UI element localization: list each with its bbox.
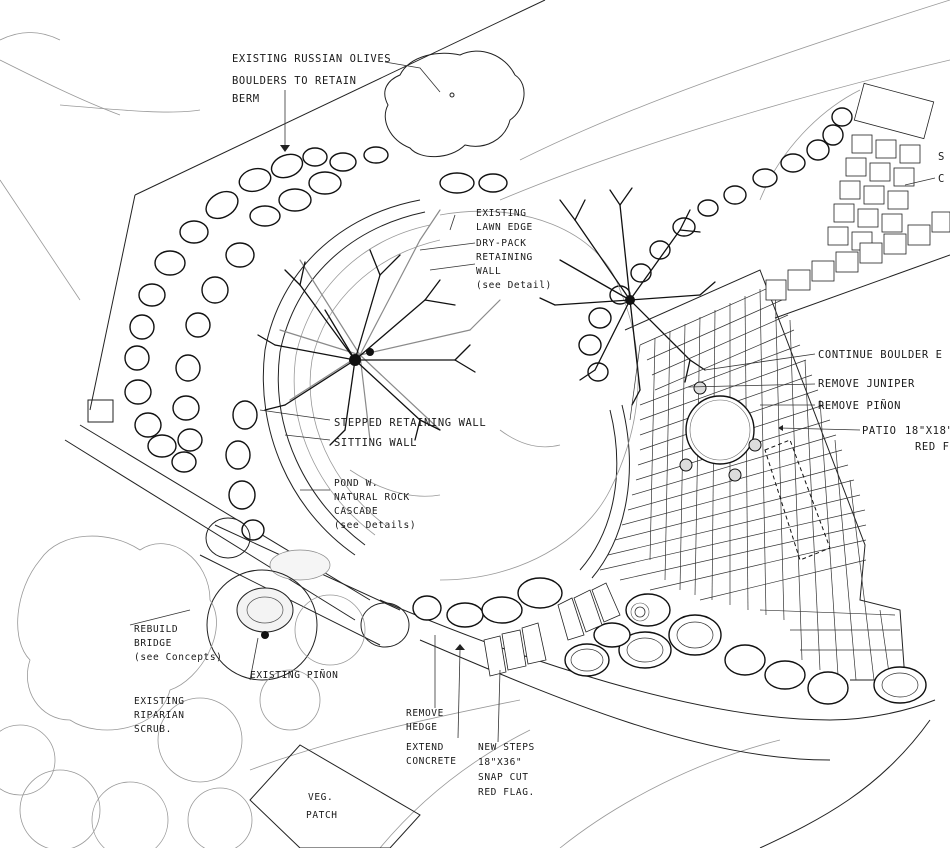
label-riparian-2: RIPARIAN [134, 710, 185, 721]
label-steps-1: NEW STEPS [478, 742, 535, 753]
label-lawn-edge-1: EXISTING [476, 208, 527, 219]
patio-grid [599, 269, 906, 681]
label-pond-2: NATURAL ROCK [334, 492, 410, 503]
label-steps-4: RED FLAG. [478, 787, 535, 798]
label-rebuild-2: BRIDGE [134, 638, 172, 649]
label-patio-1: PATIO [862, 425, 897, 437]
label-sitting-wall: SITTING WALL [334, 437, 417, 449]
label-continue-boulder: CONTINUE BOULDER E [818, 349, 943, 361]
label-remove-hedge-2: HEDGE [406, 722, 438, 733]
label-drypack-3: WALL [476, 266, 501, 277]
upper-right-paving [765, 82, 950, 319]
boulder-berm-west [124, 146, 389, 541]
label-drypack-4: (see Detail) [476, 280, 552, 291]
russian-olive-canopy [384, 50, 525, 158]
lawn-area [349, 210, 639, 581]
label-remove-juniper: REMOVE JUNIPER [818, 378, 915, 390]
property-lines [64, 0, 936, 848]
label-riparian-1: EXISTING [134, 696, 185, 707]
new-steps [483, 582, 621, 677]
label-extend-1: EXTEND [406, 742, 444, 753]
label-russian-olives: EXISTING RUSSIAN OLIVES [232, 53, 391, 65]
label-extend-2: CONCRETE [406, 756, 457, 767]
label-pond-3: CASCADE [334, 506, 378, 517]
label-steps-2: 18"x36" [478, 757, 522, 768]
arrow-icon [455, 644, 465, 650]
label-pond-1: POND w. [334, 478, 378, 489]
label-stepped-wall: STEPPED RETAINING WALL [334, 417, 486, 429]
label-pond-4: (see Details) [334, 520, 416, 531]
label-remove-hedge-1: REMOVE [406, 708, 444, 719]
arrow-icon [280, 145, 290, 152]
label-steps-3: SNAP CUT [478, 772, 529, 783]
label-boulders-line1: BOULDERS TO RETAIN [232, 75, 357, 87]
bridge [199, 517, 410, 648]
label-rebuild-3: (see Concepts) [134, 652, 222, 663]
arrow-icon [778, 425, 783, 431]
label-patio-3: RED F [915, 441, 950, 453]
label-patio-2: 18"x18" [905, 425, 950, 437]
label-veg-2: PATCH [306, 810, 338, 821]
tree-center-right [539, 187, 716, 406]
leader-lines [129, 61, 936, 743]
label-rebuild-1: REBUILD [134, 624, 178, 635]
label-lawn-edge-2: LAWN EDGE [476, 222, 533, 233]
label-veg-1: VEG. [308, 792, 333, 803]
label-boulders-line2: BERM [232, 93, 260, 105]
label-drypack-1: DRY-PACK [476, 238, 527, 249]
annotation-labels: EXISTING RUSSIAN OLIVES BOULDERS TO RETA… [134, 53, 950, 821]
dry-pack-retaining-wall [262, 199, 630, 579]
pond [236, 549, 331, 639]
riparian-scrub [0, 535, 366, 848]
label-drypack-2: RETAINING [476, 252, 533, 263]
tree-center-left [257, 209, 501, 446]
label-remove-pinon: REMOVE PIÑON [818, 399, 901, 412]
veg-patch [249, 744, 421, 848]
label-riparian-3: SCRUB. [134, 724, 172, 735]
label-top-right-1: S [938, 151, 945, 163]
boulder-line-south [412, 577, 927, 705]
label-top-right-2: C [938, 173, 945, 185]
label-existing-pinon: EXISTING PIÑON [250, 670, 338, 681]
